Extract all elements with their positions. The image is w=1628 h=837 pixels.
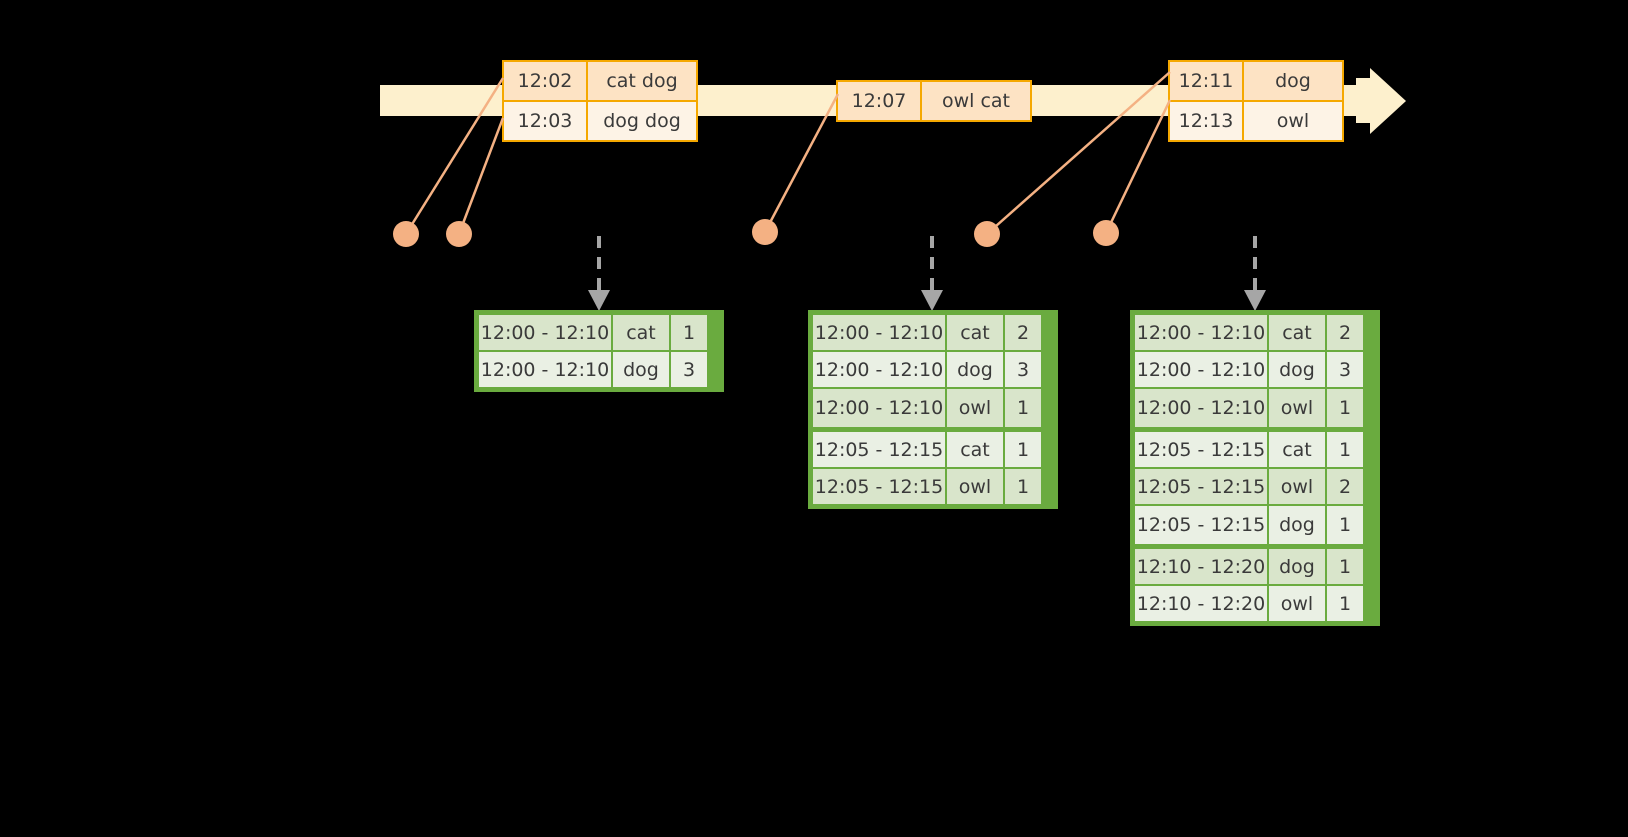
count-cell: 2	[1005, 315, 1041, 350]
window-cell: 12:00 - 12:10	[1135, 389, 1267, 427]
dashed-arrow-head-icon-1	[588, 290, 610, 311]
window-cell: 12:05 - 12:15	[1135, 432, 1267, 467]
word-cell: owl	[1269, 469, 1325, 504]
event-words: dog	[1244, 62, 1342, 100]
event-row: 12:03 dog dog	[504, 100, 696, 140]
leader-line-5	[1104, 99, 1172, 234]
event-words: owl cat	[922, 82, 1030, 120]
dashed-arrow-head-icon-3	[1244, 290, 1266, 311]
marker-dot-3	[752, 219, 778, 245]
word-cell: cat	[1269, 432, 1325, 467]
count-cell: 1	[1327, 549, 1363, 584]
window-cell: 12:05 - 12:15	[813, 469, 945, 504]
count-cell: 1	[1005, 469, 1041, 504]
window-cell: 12:05 - 12:15	[1135, 506, 1267, 544]
window-cell: 12:00 - 12:10	[1135, 315, 1267, 350]
window-cell: 12:00 - 12:10	[813, 389, 945, 427]
count-cell: 3	[1327, 352, 1363, 387]
event-row: 12:13 owl	[1170, 100, 1342, 140]
word-cell: cat	[1269, 315, 1325, 350]
marker-dot-5	[1093, 220, 1119, 246]
event-words: cat dog	[588, 62, 696, 100]
marker-dot-2	[446, 221, 472, 247]
word-cell: cat	[613, 315, 669, 350]
marker-dot-1	[393, 221, 419, 247]
word-cell: dog	[613, 352, 669, 387]
count-cell: 2	[1327, 469, 1363, 504]
event-row: 12:02 cat dog	[504, 62, 696, 100]
window-cell: 12:00 - 12:10	[1135, 352, 1267, 387]
count-cell: 1	[1327, 506, 1363, 544]
window-cell: 12:00 - 12:10	[479, 352, 611, 387]
timeline-arrow-head-icon	[1370, 68, 1406, 134]
word-cell: cat	[947, 432, 1003, 467]
word-cell: cat	[947, 315, 1003, 350]
window-cell: 12:00 - 12:10	[813, 315, 945, 350]
count-cell: 1	[1005, 432, 1041, 467]
count-cell: 1	[1327, 586, 1363, 621]
event-group-1[interactable]: 12:02 cat dog 12:03 dog dog	[502, 60, 698, 142]
word-cell: dog	[947, 352, 1003, 387]
window-cell: 12:10 - 12:20	[1135, 586, 1267, 621]
count-cell: 1	[671, 315, 707, 350]
window-cell: 12:05 - 12:15	[813, 432, 945, 467]
word-cell: owl	[1269, 586, 1325, 621]
window-cell: 12:00 - 12:10	[813, 352, 945, 387]
word-cell: dog	[1269, 549, 1325, 584]
word-cell: owl	[1269, 389, 1325, 427]
window-cell: 12:00 - 12:10	[479, 315, 611, 350]
window-cell: 12:05 - 12:15	[1135, 469, 1267, 504]
word-cell: owl	[947, 389, 1003, 427]
event-group-3[interactable]: 12:11 dog 12:13 owl	[1168, 60, 1344, 142]
count-cell: 2	[1327, 315, 1363, 350]
event-words: owl	[1244, 102, 1342, 140]
event-time: 12:02	[504, 62, 588, 100]
word-cell: dog	[1269, 506, 1325, 544]
event-time: 12:03	[504, 102, 588, 140]
word-cell: owl	[947, 469, 1003, 504]
count-cell: 1	[1327, 432, 1363, 467]
event-row: 12:11 dog	[1170, 62, 1342, 100]
count-cell: 1	[1327, 389, 1363, 427]
event-time: 12:11	[1170, 62, 1244, 100]
event-row: 12:07 owl cat	[838, 82, 1030, 120]
word-cell: dog	[1269, 352, 1325, 387]
dashed-arrow-head-icon-2	[921, 290, 943, 311]
count-cell: 3	[671, 352, 707, 387]
leader-line-2	[457, 117, 505, 235]
event-group-2[interactable]: 12:07 owl cat	[836, 80, 1032, 122]
event-words: dog dog	[588, 102, 696, 140]
event-time: 12:07	[838, 82, 922, 120]
count-cell: 1	[1005, 389, 1041, 427]
window-cell: 12:10 - 12:20	[1135, 549, 1267, 584]
count-cell: 3	[1005, 352, 1041, 387]
event-time: 12:13	[1170, 102, 1244, 140]
marker-dot-4	[974, 221, 1000, 247]
